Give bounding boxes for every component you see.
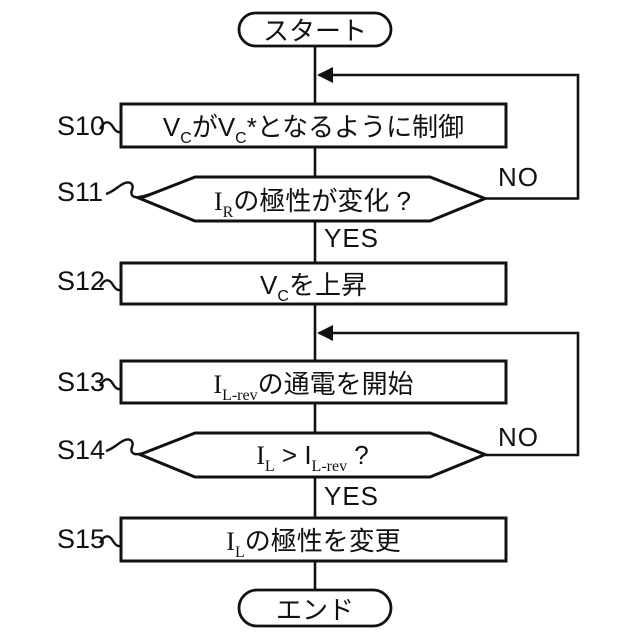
process-s12-text: VCを上昇	[260, 270, 367, 306]
decision-s11-text: IRの極性が変化 ?	[213, 185, 412, 221]
arrowhead-left-loop2	[317, 325, 333, 341]
process-s15-text: ILの極性を変更	[226, 526, 401, 562]
arrowhead-left-loop1	[317, 67, 333, 83]
no-loop-connector-s11	[319, 73, 580, 200]
step-label-s12: S12	[57, 266, 106, 296]
decision-hexagon-s14	[135, 431, 490, 479]
yes-label-s11: YES	[324, 223, 380, 253]
decision-hexagon-s11	[135, 175, 490, 223]
terminal-start-label: スタート	[262, 16, 367, 46]
process-s13-text: IL-revの通電を開始	[213, 368, 414, 404]
terminal-start-shape	[237, 11, 393, 48]
step-label-s11: S11	[57, 177, 104, 207]
terminal-end-shape	[237, 588, 393, 628]
process-s10-text: VCがVC*となるように制御	[162, 112, 465, 148]
process-box-s12	[119, 261, 508, 306]
process-box-s10	[119, 102, 508, 149]
yes-label-s14: YES	[324, 481, 380, 511]
process-box-s13	[119, 359, 508, 405]
step-label-s13: S13	[57, 367, 106, 397]
no-loop-connector-s14	[319, 331, 580, 457]
decision-s14-text: IL > IL-rev ?	[256, 439, 369, 475]
step-label-s14: S14	[57, 435, 106, 465]
step-label-s15: S15	[57, 524, 106, 554]
terminal-end-label: エンド	[275, 594, 354, 625]
no-label-s11: NO	[498, 162, 539, 192]
process-box-s15	[119, 516, 508, 563]
no-label-s14: NO	[498, 422, 539, 452]
step-label-s10: S10	[57, 111, 106, 141]
